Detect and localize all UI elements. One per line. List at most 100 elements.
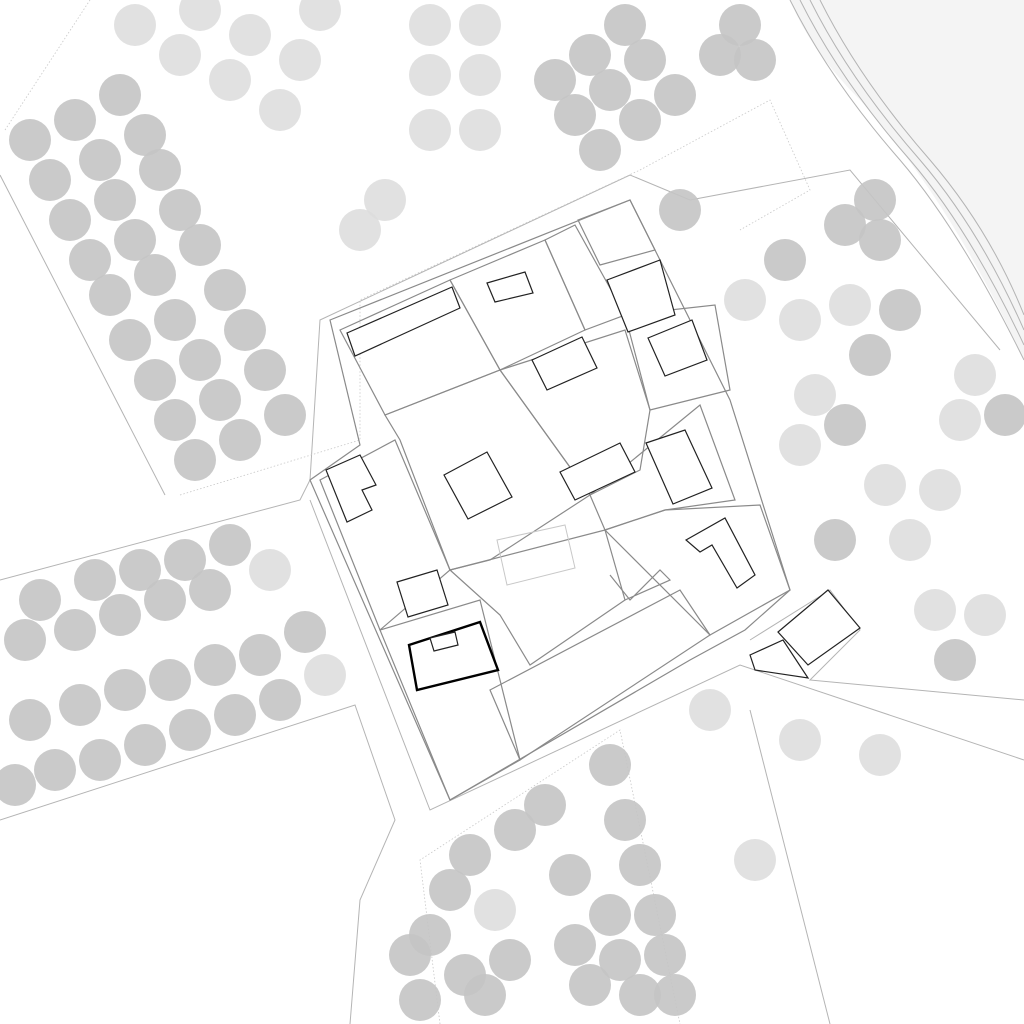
tree-canopy-icon: [179, 339, 221, 381]
tree-canopy-icon: [599, 939, 641, 981]
tree-canopy-icon: [779, 299, 821, 341]
tree-canopy-icon: [654, 974, 696, 1016]
tree-canopy-icon: [229, 14, 271, 56]
tree-canopy-icon: [169, 709, 211, 751]
tree-canopy-icon: [719, 4, 761, 46]
parcel-boundary: [309, 199, 791, 801]
building-footprint: [647, 319, 708, 377]
tree-canopy-icon: [114, 4, 156, 46]
tree-canopy-icon: [634, 894, 676, 936]
tree-canopy-icon: [859, 219, 901, 261]
tree-canopy-icon: [474, 889, 516, 931]
tree-canopy-icon: [579, 129, 621, 171]
tree-canopy-icon: [604, 799, 646, 841]
road-edge: [749, 589, 1024, 701]
tree-canopy-icon: [74, 559, 116, 601]
tree-canopy-icon: [339, 209, 381, 251]
building-footprint: [325, 454, 377, 523]
tree-canopy-icon: [984, 394, 1024, 436]
tree-canopy-icon: [449, 834, 491, 876]
building-footprint: [496, 524, 576, 586]
tree-canopy-icon: [889, 519, 931, 561]
tree-canopy-icon: [119, 549, 161, 591]
tree-canopy-icon: [824, 404, 866, 446]
tree-canopy-icon: [54, 99, 96, 141]
tree-canopy-icon: [224, 309, 266, 351]
road-edge: [309, 499, 1024, 811]
building-footprint: [429, 631, 459, 652]
tree-canopy-icon: [4, 619, 46, 661]
road-edge: [0, 704, 396, 1024]
tree-canopy-icon: [814, 519, 856, 561]
tree-canopy-icon: [89, 274, 131, 316]
tree-canopy-icon: [79, 139, 121, 181]
road-edge: [749, 709, 831, 1024]
tree-canopy-icon: [389, 934, 431, 976]
water-area: [790, 0, 1024, 360]
tree-canopy-icon: [409, 109, 451, 151]
building-footprint: [531, 336, 598, 391]
road-edge: [689, 169, 1001, 351]
tree-canopy-icon: [734, 839, 776, 881]
tree-canopy-icon: [0, 764, 36, 806]
building-footprint: [749, 639, 810, 679]
tree-canopy-icon: [144, 579, 186, 621]
parcel-boundary: [489, 589, 711, 761]
shoreline-lines: [789, 0, 1024, 361]
tree-canopy-icon: [159, 189, 201, 231]
tree-canopy-icon: [569, 34, 611, 76]
tree-canopy-icon: [244, 349, 286, 391]
tree-canopy-icon: [589, 744, 631, 786]
tree-canopy-icon: [654, 74, 696, 116]
tree-canopy-icon: [79, 739, 121, 781]
tree-canopy-icon: [534, 59, 576, 101]
tree-canopy-icon: [494, 809, 536, 851]
tree-canopy-icon: [549, 854, 591, 896]
tree-canopy-icon: [859, 734, 901, 776]
building-footprint: [684, 517, 756, 589]
tree-canopy-icon: [259, 679, 301, 721]
building-footprint: [486, 271, 534, 303]
tree-canopy-icon: [914, 589, 956, 631]
tree-canopy-icon: [524, 784, 566, 826]
tree-canopy-icon: [94, 179, 136, 221]
tree-canopy-icon: [619, 974, 661, 1016]
tree-canopy-icon: [284, 611, 326, 653]
tree-canopy-icon: [824, 204, 866, 246]
tree-canopy-icon: [919, 469, 961, 511]
tree-canopy-icon: [139, 149, 181, 191]
tree-canopy-icon: [174, 439, 216, 481]
tree-canopy-icon: [589, 69, 631, 111]
building-footprint: [443, 451, 513, 520]
tree-canopy-icon: [724, 279, 766, 321]
tree-canopy-icon: [69, 239, 111, 281]
building-footprint: [559, 442, 636, 501]
tree-canopy-icon: [854, 179, 896, 221]
tree-canopy-icon: [734, 39, 776, 81]
tree-canopy-icon: [619, 844, 661, 886]
tree-canopy-icon: [124, 724, 166, 766]
tree-canopy-icon: [19, 579, 61, 621]
tree-canopy-icon: [134, 359, 176, 401]
tree-canopy-icon: [764, 239, 806, 281]
tree-canopy-icon: [149, 659, 191, 701]
tree-canopy-icon: [9, 119, 51, 161]
parcel-boundary: [577, 199, 656, 266]
building-footprint: [346, 286, 461, 357]
tree-canopy-icon: [199, 379, 241, 421]
tree-canopy-icon: [459, 4, 501, 46]
parcel-layer: [309, 199, 791, 801]
tree-canopy-icon: [239, 634, 281, 676]
tree-canopy-icon: [489, 939, 531, 981]
tree-canopy-icon: [554, 94, 596, 136]
tree-canopy-icon: [99, 74, 141, 116]
tree-canopy-icon: [189, 569, 231, 611]
parcel-boundary: [624, 304, 731, 411]
tree-canopy-icon: [204, 269, 246, 311]
tree-canopy-icon: [54, 609, 96, 651]
tree-canopy-icon: [699, 34, 741, 76]
parcel-boundary: [603, 504, 791, 636]
